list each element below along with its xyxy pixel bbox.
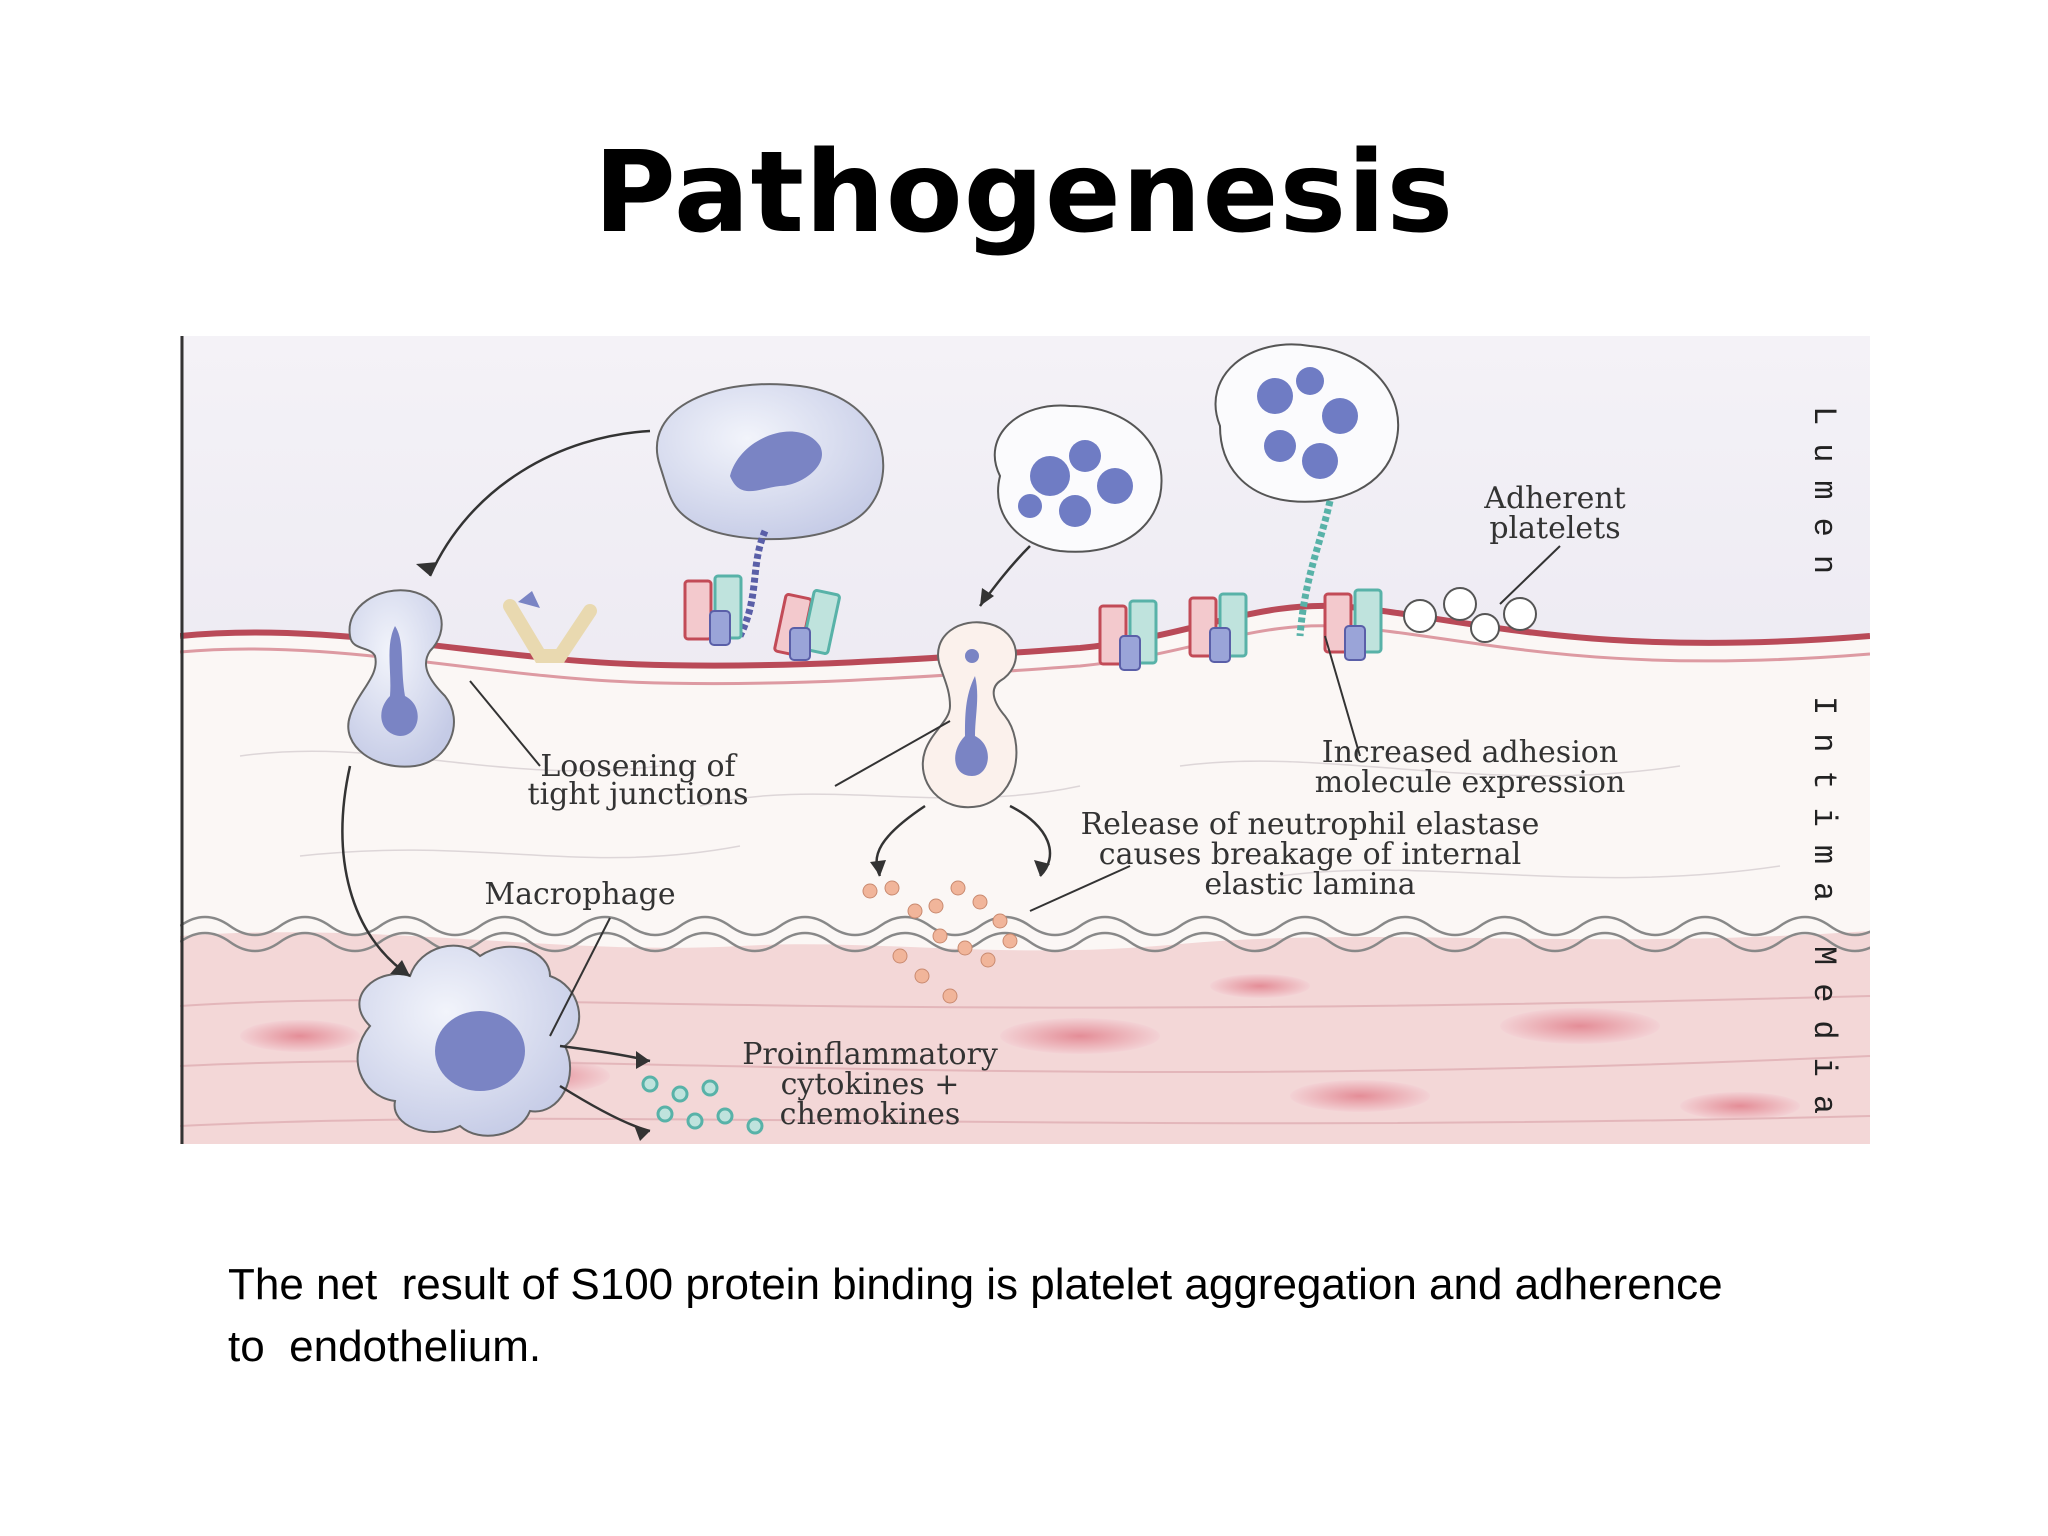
- label-loosening-line1: Loosening of: [540, 749, 737, 784]
- arrow-heads: [390, 562, 1050, 1141]
- adhesion-receptors-center: [1098, 588, 1383, 671]
- label-elastase-line3: elastic lamina: [1204, 867, 1415, 902]
- label-cytokines-line1: Proinflammatory: [742, 1037, 998, 1072]
- label-cytokines-line3: chemokines: [780, 1097, 961, 1132]
- endothelium-inner-line: [180, 624, 1870, 686]
- label-adhesion-line1: Increased adhesion: [1322, 735, 1618, 770]
- monocyte-cell: [655, 383, 885, 638]
- neutrophil-cell-right: [1214, 343, 1400, 637]
- slide-title: Pathogenesis: [593, 128, 1455, 258]
- layer-label-lumen: Lumen: [1805, 406, 1842, 592]
- cytokine-dots: [641, 1075, 764, 1135]
- caption-line-2: to endothelium.: [228, 1322, 542, 1371]
- label-elastase-line2: causes breakage of internal: [1099, 837, 1521, 872]
- layer-label-intima: Intima: [1805, 696, 1842, 919]
- label-cytokines-line2: cytokines +: [781, 1067, 960, 1102]
- receptor-y-shape: [503, 591, 597, 663]
- macrophage-cell: [356, 944, 581, 1137]
- endothelium-line: [180, 602, 1870, 669]
- label-loosening-line2: tight junctions: [528, 777, 749, 812]
- label-macrophage: Macrophage: [484, 877, 675, 912]
- slide-caption: The net result of S100 protein binding i…: [228, 1254, 1878, 1378]
- label-adhesion-line2: molecule expression: [1315, 765, 1626, 800]
- layer-label-media: Media: [1805, 946, 1842, 1132]
- neutrophil-cell-center: [993, 404, 1163, 553]
- elastic-lamina: [180, 915, 1870, 937]
- transmigrating-cell-left: [347, 589, 455, 768]
- transmigrating-neutrophil-center: [921, 621, 1018, 809]
- elastase-granules: [862, 880, 1018, 1004]
- leader-lines: [469, 545, 1561, 1037]
- diagram-svg: Adherent platelets Loosening of tight ju…: [180, 336, 1870, 1144]
- caption-line-1: The net result of S100 protein binding i…: [228, 1260, 1723, 1309]
- adherent-platelets: [1403, 587, 1537, 643]
- label-elastase-line1: Release of neutrophil elastase: [1081, 807, 1540, 842]
- adhesion-receptors-left: [683, 574, 841, 661]
- label-adherent-line1: Adherent: [1483, 481, 1625, 516]
- pathogenesis-diagram: Adherent platelets Loosening of tight ju…: [180, 336, 1870, 1144]
- intima-fibres: [239, 750, 1781, 879]
- label-adherent-line2: platelets: [1489, 511, 1620, 546]
